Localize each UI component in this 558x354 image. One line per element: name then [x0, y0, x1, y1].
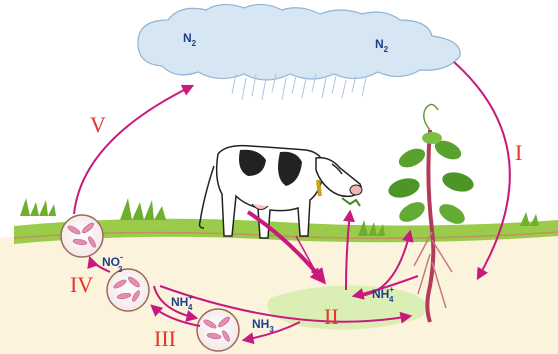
bacteria-circle-icon — [107, 269, 149, 311]
arrow-v — [74, 86, 192, 214]
stage-label-i: I — [515, 140, 522, 165]
stage-label-v: V — [90, 112, 106, 137]
stage-label-iv: IV — [70, 272, 93, 297]
stage-label-ii: II — [324, 304, 339, 329]
bacteria-circle-icon — [61, 215, 103, 257]
stage-label-iii: III — [154, 326, 176, 351]
bacteria-circle-icon — [197, 309, 239, 351]
